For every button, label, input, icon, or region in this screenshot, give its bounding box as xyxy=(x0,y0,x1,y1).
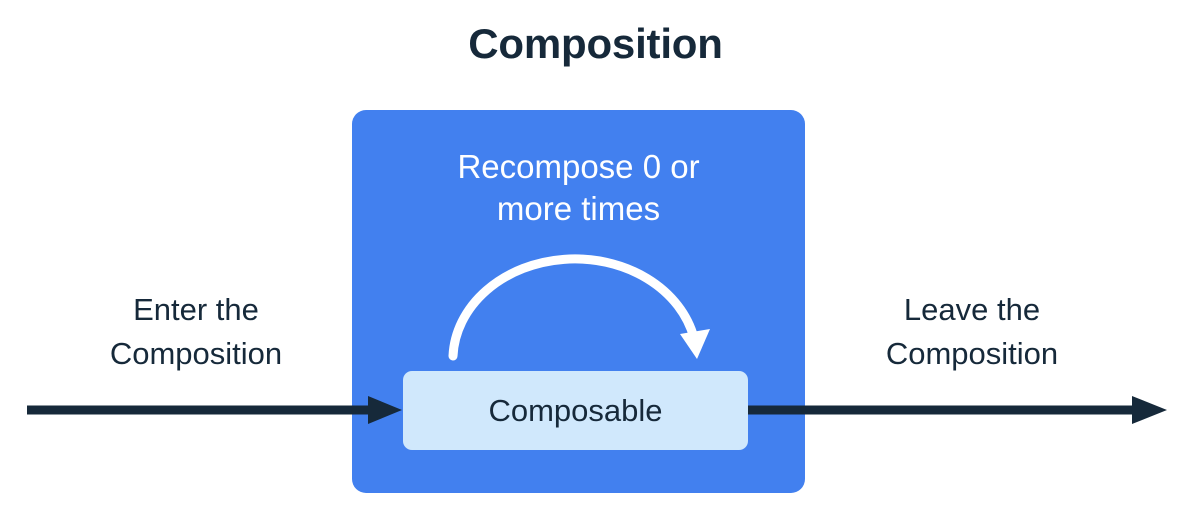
leave-composition-caption: Leave the Composition xyxy=(816,288,1128,376)
recompose-caption: Recompose 0 or more times xyxy=(382,146,775,230)
composable-box: Composable xyxy=(403,371,748,450)
page-title: Composition xyxy=(468,20,723,67)
enter-arrow-icon xyxy=(27,396,402,424)
leave-arrow-icon xyxy=(748,396,1167,424)
enter-composition-caption: Enter the Composition xyxy=(48,288,344,376)
composable-label: Composable xyxy=(488,392,663,428)
recompose-caption-line-1: Recompose 0 or xyxy=(457,148,700,185)
leave-caption-line-1: Leave the xyxy=(903,292,1041,327)
recompose-caption-line-2: more times xyxy=(496,190,661,227)
leave-caption-line-2: Composition xyxy=(885,336,1059,371)
enter-caption-line-2: Composition xyxy=(109,336,283,371)
enter-caption-line-1: Enter the xyxy=(133,292,259,327)
